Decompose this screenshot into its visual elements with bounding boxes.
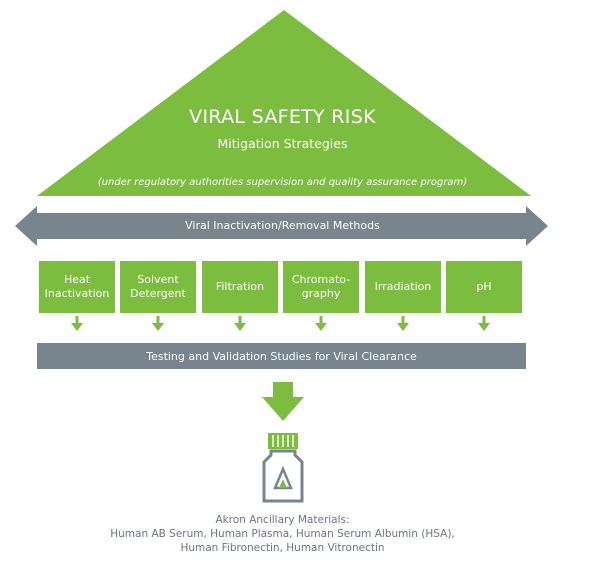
down-arrow-icon	[71, 316, 83, 331]
testing-validation-bar: Testing and Validation Studies for Viral…	[37, 343, 526, 369]
down-arrow-icon	[478, 316, 490, 331]
ancillary-materials-caption: Akron Ancillary Materials: Human AB Seru…	[0, 513, 565, 555]
caption-line: Human AB Serum, Human Plasma, Human Seru…	[110, 528, 455, 540]
down-arrow-icon	[315, 316, 327, 331]
diagram-title: VIRAL SAFETY RISK	[189, 106, 376, 128]
roof-triangle	[37, 10, 531, 196]
method-chromatography: Chromato-graphy	[283, 261, 359, 313]
method-filtration: Filtration	[202, 261, 278, 313]
down-arrow-icon	[234, 316, 246, 331]
caption-line: Akron Ancillary Materials:	[215, 514, 350, 526]
methods-double-arrow	[15, 206, 548, 246]
big-down-arrow-icon	[262, 382, 304, 421]
testing-label: Testing and Validation Studies for Viral…	[146, 349, 417, 363]
caption-line: Human Fibronectin, Human Vitronectin	[180, 542, 385, 554]
down-arrow-icon	[397, 316, 409, 331]
bottle-icon	[262, 433, 304, 503]
regulatory-note: (under regulatory authorities supervisio…	[97, 177, 468, 188]
method-irradiation: Irradiation	[365, 261, 441, 313]
method-ph: pH	[446, 261, 522, 313]
down-arrow-icon	[152, 316, 164, 331]
methods-arrow-label: Viral Inactivation/Removal Methods	[185, 219, 380, 232]
diagram-subtitle: Mitigation Strategies	[217, 136, 348, 151]
